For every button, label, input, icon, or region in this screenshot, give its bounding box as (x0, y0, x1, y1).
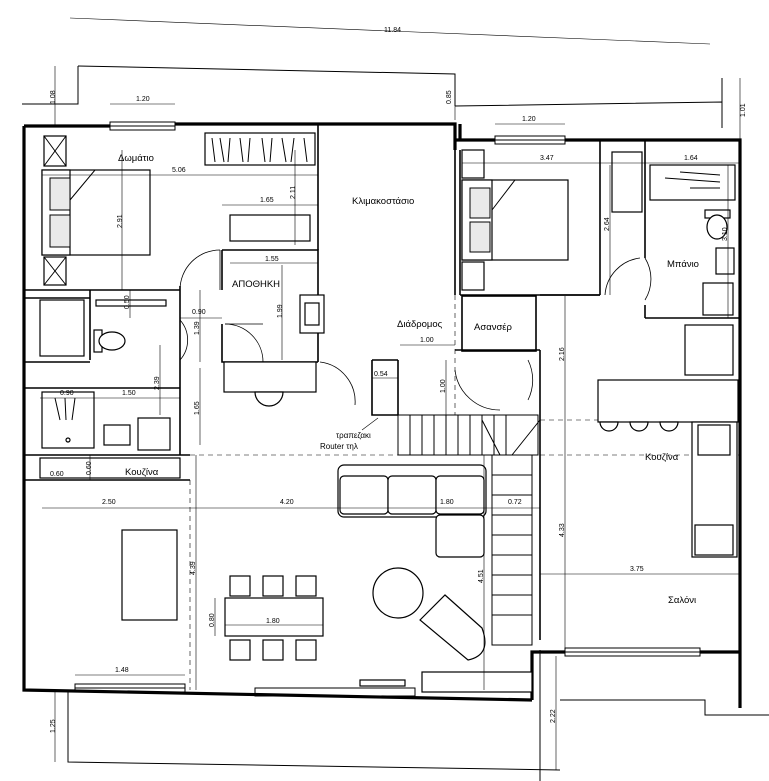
dim-0-72: 0.72 (508, 499, 522, 506)
label-bathroom: Μπάνιο (667, 259, 699, 270)
dim-1-80-b: 1.80 (266, 618, 280, 625)
dim-1-00-a: 1.00 (420, 337, 434, 344)
window-bottom-mid (254, 687, 416, 697)
dim-0-50: 0.50 (124, 295, 131, 309)
label-storage: ΑΠΟΘΗΚΗ (232, 279, 280, 290)
label-corridor: Διάδρομος (397, 319, 443, 330)
note-router-line2: Router τηλ (320, 442, 358, 451)
tv-unit (359, 671, 533, 693)
storage-box (299, 294, 325, 334)
dim-total-width: 11.84 (384, 27, 401, 34)
dim-1-65-b: 1.65 (194, 401, 201, 415)
window-bottom-left (74, 683, 186, 693)
dim-1-65-a: 1.65 (260, 197, 274, 204)
dim-2-39: 2.39 (154, 376, 161, 390)
dim-3-47: 3.47 (540, 155, 554, 162)
dim-1-80-a: 1.80 (440, 499, 454, 506)
wardrobe-left (39, 299, 85, 357)
window-top-left (109, 121, 176, 131)
dim-1-01: 1.01 (740, 103, 747, 117)
dim-1-48: 1.48 (115, 667, 129, 674)
dim-0-90-a: 0.90 (192, 309, 206, 316)
dim-1-55: 1.55 (265, 256, 279, 263)
dim-2-22: 2.22 (550, 709, 557, 723)
wardrobe-right (611, 151, 643, 213)
dim-4-20: 4.20 (280, 499, 294, 506)
dim-2-11: 2.11 (290, 186, 297, 199)
washer-right (702, 282, 734, 316)
dim-4-39: 4.39 (190, 561, 197, 575)
nightstand-left-top (43, 135, 67, 167)
bed-left (41, 169, 151, 256)
note-leader (361, 417, 379, 431)
window-bottom-right (564, 647, 701, 657)
stairs (397, 414, 541, 646)
dim-0-80: 0.80 (209, 613, 216, 627)
sink-right (715, 247, 735, 275)
sink-left (103, 417, 171, 451)
label-kitchen-left: Κουζίνα (125, 467, 159, 478)
storage-cabinet (223, 361, 317, 407)
dim-1-64: 1.64 (684, 155, 698, 162)
toilet-left (93, 329, 126, 353)
dim-0-60-a: 0.60 (50, 471, 64, 478)
shower-right (649, 164, 736, 201)
dim-0-85: 0.85 (446, 90, 453, 104)
label-living-room: Σαλόνι (668, 595, 696, 606)
dim-5-06: 5.06 (172, 167, 186, 174)
dim-2-16: 2.16 (559, 347, 566, 361)
kitchen-counter-right (597, 324, 739, 558)
dim-0-90-b: 0.90 (60, 390, 74, 397)
dim-2-91: 2.91 (117, 214, 124, 228)
dim-1-00-b: 1.00 (440, 379, 447, 393)
dim-0-54: 0.54 (374, 371, 388, 378)
label-stairwell: Κλιμακοστάσιο (352, 196, 414, 207)
label-bedroom-1: Δωμάτιο (118, 153, 154, 164)
sofa (337, 464, 487, 558)
dim-1-50: 1.50 (122, 390, 136, 397)
nightstand-left-bottom (43, 256, 67, 286)
interior-walls (24, 124, 740, 640)
toilet-right (704, 209, 731, 240)
dim-1-20-a: 1.20 (136, 96, 150, 103)
dim-4-33: 4.33 (559, 523, 566, 537)
shelf-left (95, 299, 167, 307)
dim-3-10: 3.10 (722, 227, 729, 241)
dim-0-60-b: 0.60 (86, 461, 93, 475)
window-top-right (494, 135, 566, 145)
bed-right (461, 179, 569, 261)
note-router-line1: τραπεζακι (336, 431, 371, 440)
kitchen-left-counter (39, 457, 181, 479)
dim-4-51: 4.51 (478, 569, 485, 583)
round-table (372, 567, 424, 619)
dim-1-25: 1.25 (50, 719, 57, 733)
desk-left (229, 214, 311, 242)
rug (121, 529, 178, 621)
shower-left (41, 391, 95, 449)
dim-2-50: 2.50 (102, 499, 116, 506)
label-elevator: Ασανσέρ (474, 322, 513, 333)
dim-1-20-b: 1.20 (522, 116, 536, 123)
dim-3-75: 3.75 (630, 566, 644, 573)
nightstand-right (461, 149, 485, 291)
wardrobe-top (204, 132, 316, 166)
dim-1-99: 1.99 (277, 304, 284, 318)
doors (179, 249, 652, 411)
dining-table (224, 575, 324, 661)
dim-1-08: 1.08 (50, 90, 57, 104)
label-kitchen-right: Κουζίνα (645, 452, 679, 463)
dim-1-39: 1.39 (194, 321, 201, 335)
dim-2-64: 2.64 (604, 217, 611, 231)
armchair (419, 594, 486, 661)
dimension-lines (40, 17, 741, 770)
